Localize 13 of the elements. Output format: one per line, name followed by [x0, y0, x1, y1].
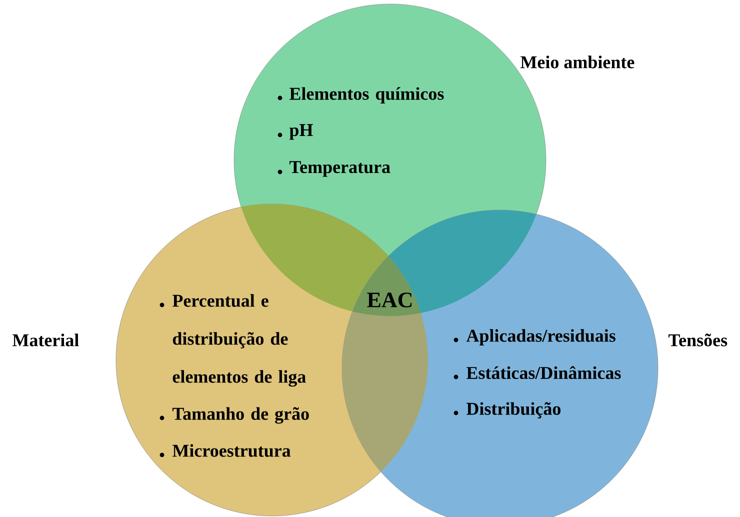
circle-heading: Tensões — [668, 334, 728, 346]
list-item: Temperatura — [289, 161, 390, 177]
circle-heading: Meio ambiente — [520, 56, 634, 68]
list-item: Microestrutura — [172, 444, 291, 457]
list-item: pH — [289, 124, 313, 140]
circle-heading: Material — [12, 334, 79, 346]
list-item: Distribuição — [466, 402, 561, 418]
list-item: Estáticas/Dinâmicas — [466, 366, 621, 380]
list-item: Percentual e distribuição de elementos de liga — [172, 294, 306, 387]
center-label: EAC — [367, 292, 412, 308]
list-item: Aplicadas/residuais — [466, 329, 616, 346]
list-item: Elementos químicos — [290, 87, 444, 104]
list-item: Tamanho de grão — [172, 407, 309, 424]
